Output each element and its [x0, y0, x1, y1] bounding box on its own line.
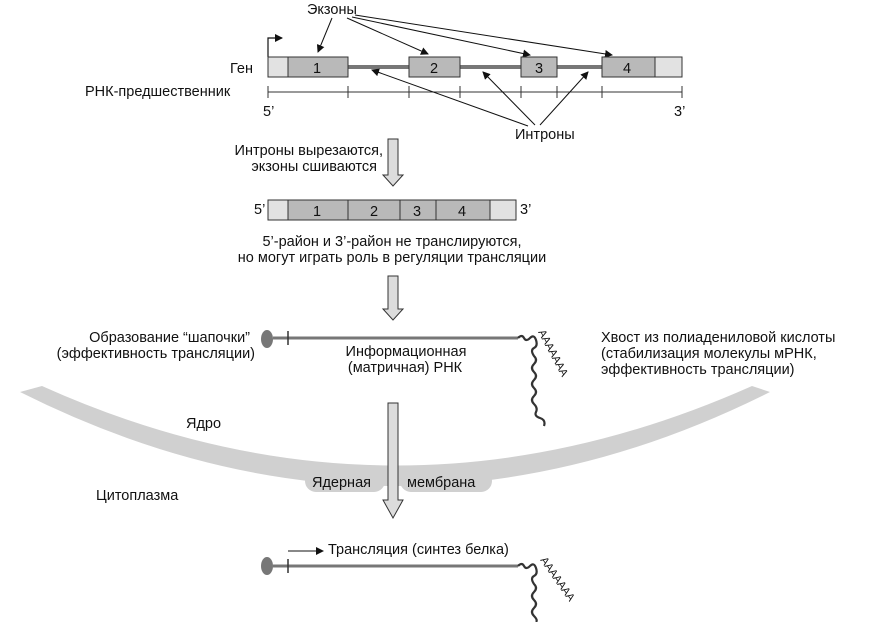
- utr-5-spliced: [267, 199, 289, 221]
- exon-3-gene: [520, 56, 558, 78]
- precursor-3-prime: 3’: [674, 104, 685, 120]
- cap-line-1: Образование “шапочки”: [89, 330, 250, 346]
- spliced-exon-num-3: 3: [413, 204, 421, 220]
- exon-2-gene: [408, 56, 461, 78]
- intron-arrow-2: [482, 71, 536, 126]
- down-arrow-2: [381, 275, 405, 321]
- precursor-label: РНК-предшественник: [85, 84, 231, 100]
- spliced-exon-num-2: 2: [370, 204, 378, 220]
- down-arrow-3: [382, 402, 404, 520]
- spliced-exon-num-4: 4: [458, 204, 466, 220]
- membrane-label-right: мембрана: [407, 475, 476, 491]
- gene-exon-num-2: 2: [430, 61, 438, 77]
- exon-arrow-3: [351, 16, 531, 58]
- membrane-label-left: Ядерная: [312, 475, 371, 491]
- cap-line-2: (эффективность трансляции): [57, 346, 255, 362]
- membrane-pore-right: [400, 470, 492, 492]
- tail-line-1: Хвост из полиадениловой кислоты: [601, 330, 835, 346]
- gene-label: Ген: [230, 61, 253, 77]
- tail-line-3: эффективность трансляции): [601, 362, 795, 378]
- translation-label: Трансляция (синтез белка): [328, 542, 509, 558]
- mrna-label-line-2: (матричная) РНК: [348, 360, 463, 376]
- poly-a-text: AAAAAAA: [535, 328, 570, 380]
- intron-arrow-3: [539, 71, 589, 126]
- transcription-start-arrow: [267, 34, 283, 57]
- tail-line-2: (стабилизация молекулы мРНК,: [601, 346, 817, 362]
- utr-note-line-1: 5’-район и 3’-район не транслируются,: [262, 234, 521, 250]
- cap-cytoplasm: [261, 557, 273, 575]
- exon-arrow-1: [316, 17, 333, 53]
- introns-label: Интроны: [515, 127, 575, 143]
- utr-3-spliced: [489, 199, 517, 221]
- cytoplasm-label: Цитоплазма: [96, 488, 179, 504]
- utr-5-gene: [267, 56, 289, 78]
- poly-a-tail-cytoplasm: [517, 562, 538, 622]
- spliced-5-prime: 5’: [254, 202, 265, 218]
- precursor-ticks: [267, 86, 683, 98]
- splicing-line-1: Интроны вырезаются,: [235, 143, 383, 159]
- gene-exon-num-4: 4: [623, 61, 631, 77]
- poly-a-tail: [517, 334, 546, 427]
- gene-exon-num-1: 1: [313, 61, 321, 77]
- down-arrow-1: [381, 138, 405, 187]
- poly-a-text-cytoplasm: AAAAAAA: [538, 555, 578, 604]
- exon-arrow-2: [346, 17, 429, 55]
- utr-3-gene: [654, 56, 683, 78]
- spliced-exon-num-1: 1: [313, 204, 321, 220]
- mrna-label-line-1: Информационная: [346, 344, 467, 360]
- exon-1-gene: [287, 56, 349, 78]
- nucleus-label: Ядро: [186, 416, 221, 432]
- membrane-pore-left: [305, 470, 385, 492]
- intron-arrow-1: [371, 68, 529, 127]
- exons-label: Экзоны: [307, 2, 357, 18]
- cap: [261, 330, 273, 348]
- exon-arrow-4: [354, 14, 613, 58]
- gene-exon-num-3: 3: [535, 61, 543, 77]
- utr-note-line-2: но могут играть роль в регуляции трансля…: [238, 250, 546, 266]
- splicing-line-2: экзоны сшиваются: [251, 159, 377, 175]
- spliced-3-prime: 3’: [520, 202, 531, 218]
- nuclear-membrane: [20, 386, 770, 486]
- precursor-5-prime: 5’: [263, 104, 274, 120]
